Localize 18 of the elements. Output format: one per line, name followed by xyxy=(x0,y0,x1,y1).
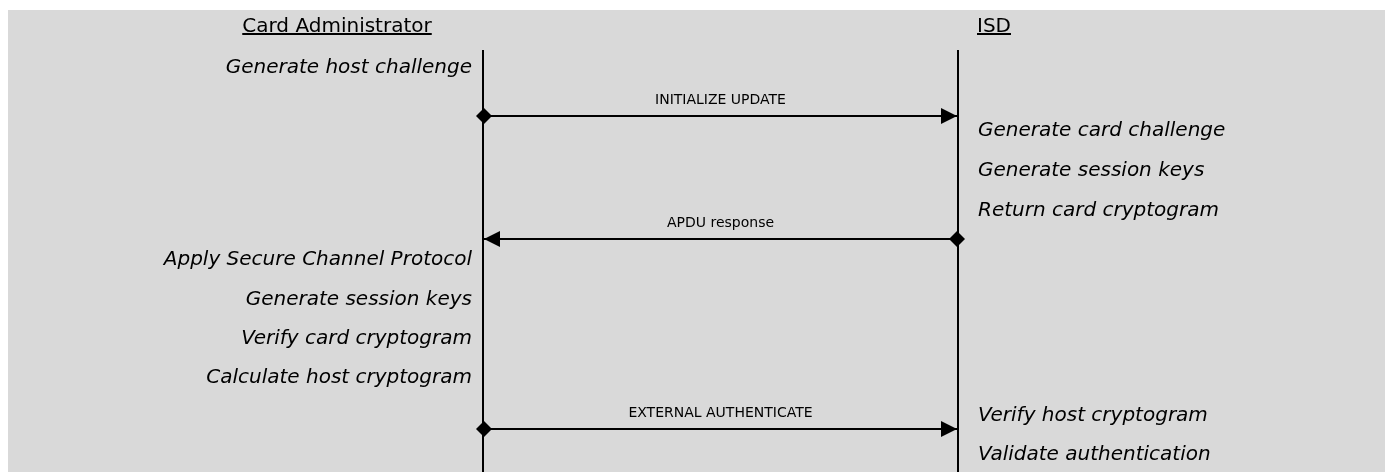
message-arrow xyxy=(476,108,958,124)
participant-name: Card Administrator xyxy=(242,12,432,38)
step-text: Generate host challenge xyxy=(225,53,472,79)
message-label: APDU response xyxy=(666,213,775,231)
step-text: Generate session keys xyxy=(245,285,472,311)
step-text: Generate session keys xyxy=(978,156,1205,182)
step-text: Calculate host cryptogram xyxy=(206,363,472,389)
step-text: Verify card cryptogram xyxy=(241,324,472,350)
step-text: Verify host cryptogram xyxy=(978,401,1208,427)
message-label: EXTERNAL AUTHENTICATE xyxy=(628,403,813,421)
step-text: Apply Secure Channel Protocol xyxy=(163,245,472,271)
message-arrow xyxy=(476,421,958,437)
participant-name: ISD xyxy=(977,12,1011,38)
step-text: Return card cryptogram xyxy=(978,196,1219,222)
step-text: Validate authentication xyxy=(978,440,1211,466)
message-label: INITIALIZE UPDATE xyxy=(655,90,786,108)
message-arrow xyxy=(483,231,965,247)
step-text: Generate card challenge xyxy=(978,116,1226,142)
